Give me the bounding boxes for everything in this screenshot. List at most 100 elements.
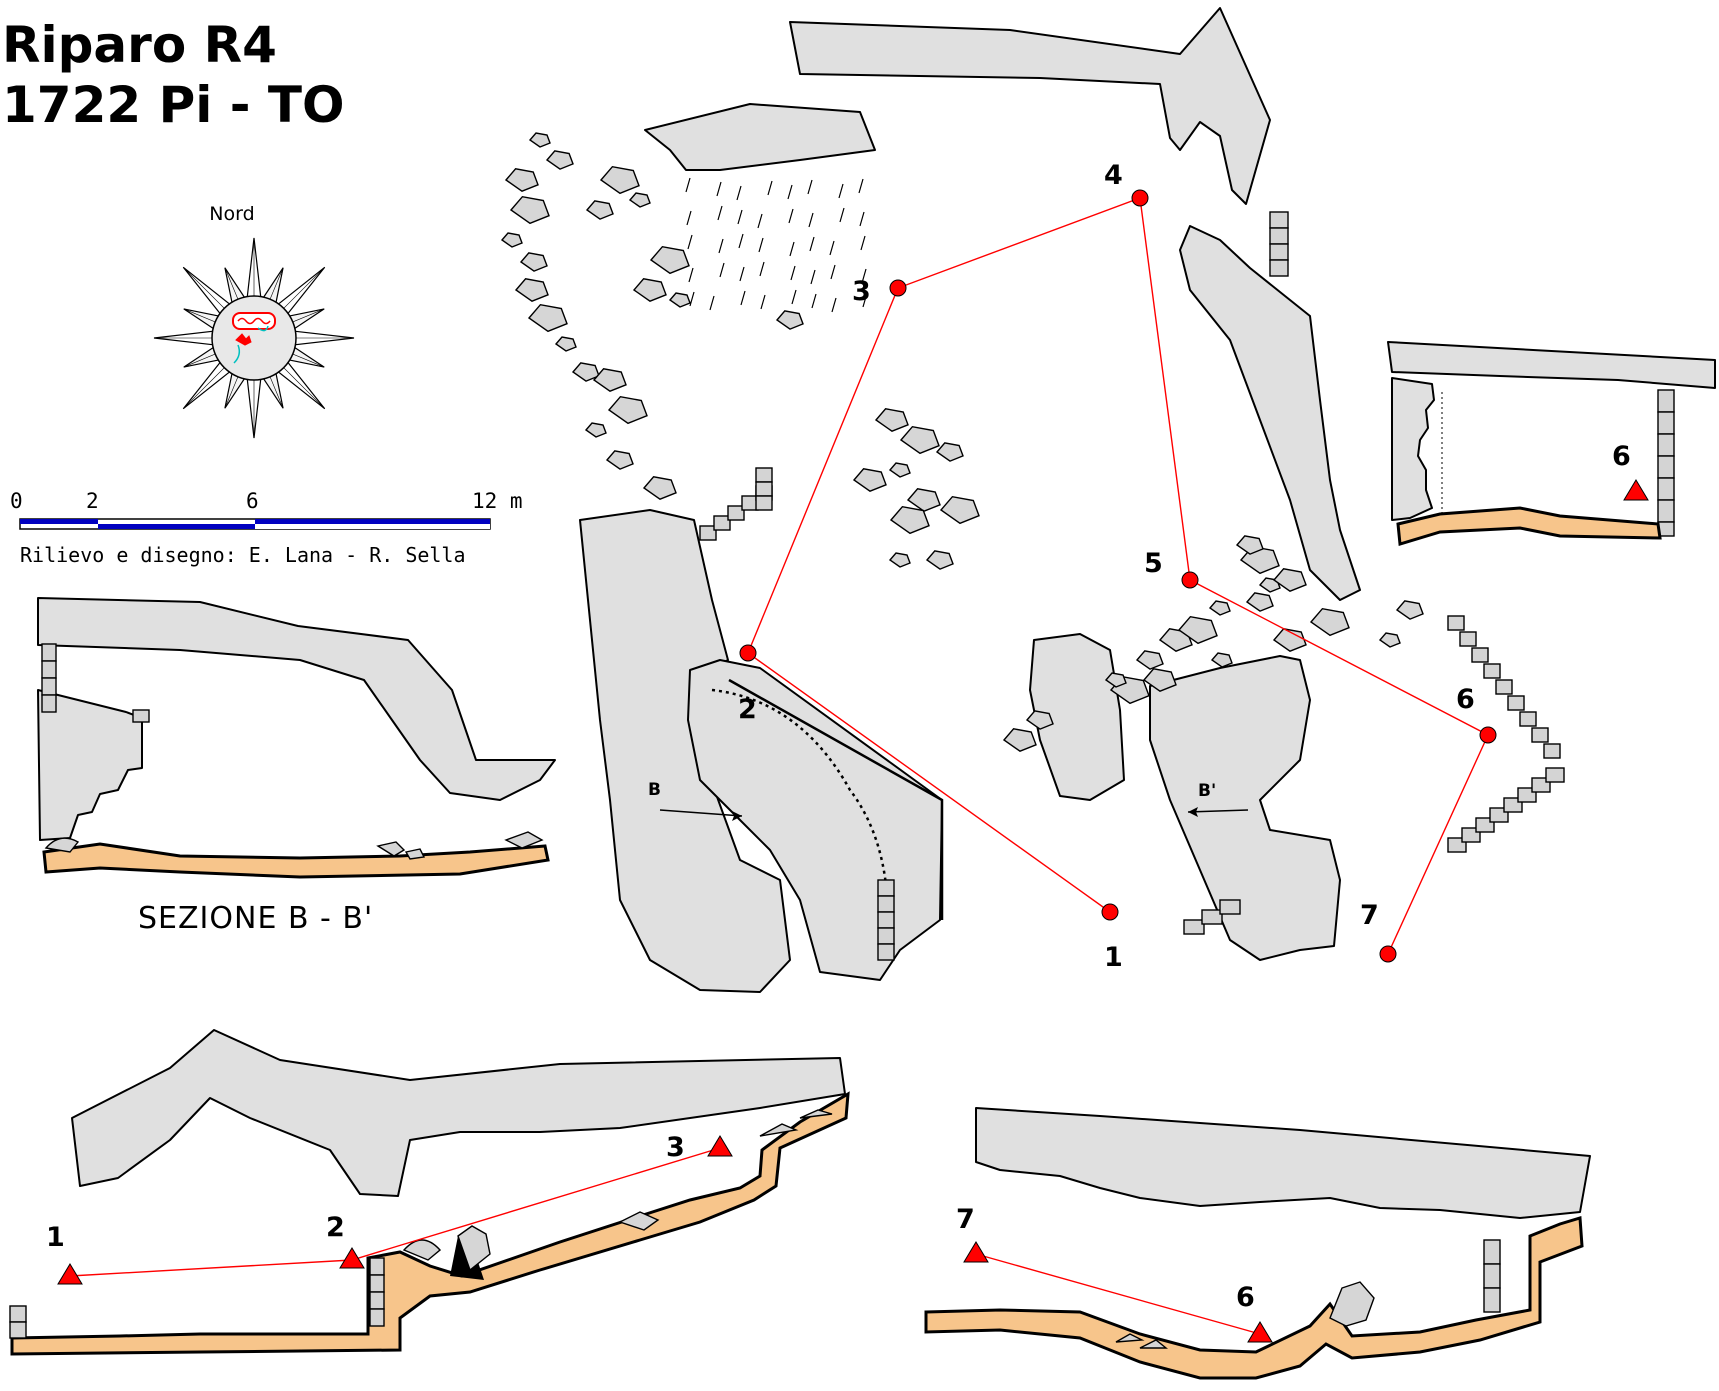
boulder: [585, 200, 614, 220]
boulder: [935, 442, 964, 462]
wall-block: [877, 879, 895, 897]
boulder: [889, 505, 930, 535]
boulder: [1025, 710, 1054, 730]
wall-block: [877, 911, 895, 929]
boulder: [1002, 728, 1037, 752]
boulder: [649, 245, 690, 275]
north-label: Nord: [209, 203, 254, 225]
boulder: [852, 468, 887, 492]
scale-label-0: 0: [10, 489, 23, 513]
wall-block: [1269, 243, 1289, 261]
stone-mark: [719, 262, 725, 278]
boulder: [605, 450, 634, 470]
scale-label-12m: 12 m: [472, 489, 523, 513]
wall-block: [1269, 227, 1289, 245]
boulder: [888, 462, 911, 478]
wall-block: [1545, 767, 1565, 783]
wall-block: [713, 515, 731, 531]
stone-mark: [758, 237, 764, 253]
club-logo-icon: [232, 312, 276, 364]
boulder: [1104, 672, 1127, 688]
stone-mark: [858, 178, 864, 194]
wall-block: [1447, 615, 1465, 631]
boulder: [500, 232, 523, 248]
boulder: [874, 408, 909, 432]
plan-station-3: 3: [852, 276, 871, 307]
boulder: [571, 362, 600, 382]
stone-mark: [789, 241, 795, 257]
stone-mark: [861, 268, 867, 284]
boulder: [607, 395, 648, 425]
boulder: [514, 278, 549, 302]
compass-rose-icon: Nord: [153, 203, 355, 439]
boulder: [1272, 568, 1307, 592]
boulder: [504, 168, 539, 192]
stone-mark: [718, 238, 724, 254]
stone-mark: [739, 266, 745, 282]
stone-mark: [687, 234, 693, 250]
stone-mark: [787, 184, 793, 200]
boulder: [1135, 650, 1164, 670]
boulder: [1158, 628, 1193, 652]
boulder: [554, 336, 577, 352]
stone-mark: [717, 205, 723, 221]
wall-block: [1543, 743, 1561, 759]
stone-mark: [738, 233, 744, 249]
plan-view: B B' 1 2 3 4 5 6 7: [500, 7, 1565, 993]
stone-mark: [709, 295, 715, 311]
profile-station-1: 1: [46, 1222, 65, 1253]
stone-mark: [859, 211, 865, 227]
plan-station-2: 2: [738, 694, 757, 725]
plan-station-7: 7: [1360, 900, 1379, 931]
boulder: [1245, 592, 1274, 612]
stone-mark: [788, 208, 794, 224]
boulder: [642, 476, 677, 500]
scale-label-2: 2: [86, 489, 99, 513]
stone-mark: [809, 236, 815, 252]
boulder: [628, 192, 651, 208]
plan-station-1: 1: [1104, 942, 1123, 973]
boulder: [668, 292, 691, 308]
boulder: [1177, 615, 1218, 645]
section-b-b: SEZIONE B - B': [37, 597, 556, 936]
wall-block: [1269, 211, 1289, 229]
inset-station-6: 6: [1612, 441, 1631, 472]
boulder: [545, 150, 574, 170]
boulder: [1395, 600, 1424, 620]
section-bb-title: SEZIONE B - B': [138, 901, 373, 936]
profile-1-3: 1 2 3: [9, 1029, 850, 1356]
boulder: [925, 550, 954, 570]
boulder: [592, 368, 627, 392]
wall-block: [1471, 647, 1489, 663]
wall-block: [755, 467, 773, 483]
arrow-b-label: B: [648, 780, 661, 800]
boulder: [1142, 668, 1177, 692]
wall-block: [1183, 919, 1205, 935]
boulder: [599, 165, 640, 195]
profile-station-3: 3: [666, 1132, 685, 1163]
stone-mark: [831, 297, 837, 313]
stone-mark: [791, 289, 797, 305]
stone-mark: [740, 290, 746, 306]
boulder: [632, 278, 667, 302]
stone-mark: [737, 209, 743, 225]
stone-mark: [838, 183, 844, 199]
wall-block: [877, 895, 895, 913]
boulder: [1378, 632, 1401, 648]
map-title-line2: 1722 Pi - TO: [2, 76, 345, 134]
boulder: [509, 195, 550, 225]
wall-block: [699, 525, 717, 541]
wall-block: [755, 481, 773, 497]
boulder: [899, 425, 940, 455]
wall-block: [1201, 909, 1223, 925]
boulder: [528, 132, 551, 148]
boulder: [1235, 535, 1264, 555]
wall-block: [1495, 679, 1513, 695]
credits: Rilievo e disegno: E. Lana - R. Sella: [20, 543, 466, 567]
stone-mark: [860, 235, 866, 251]
boulder: [584, 422, 607, 438]
stone-mark: [810, 269, 816, 285]
boulder: [939, 495, 980, 525]
wall-block: [1483, 663, 1501, 679]
